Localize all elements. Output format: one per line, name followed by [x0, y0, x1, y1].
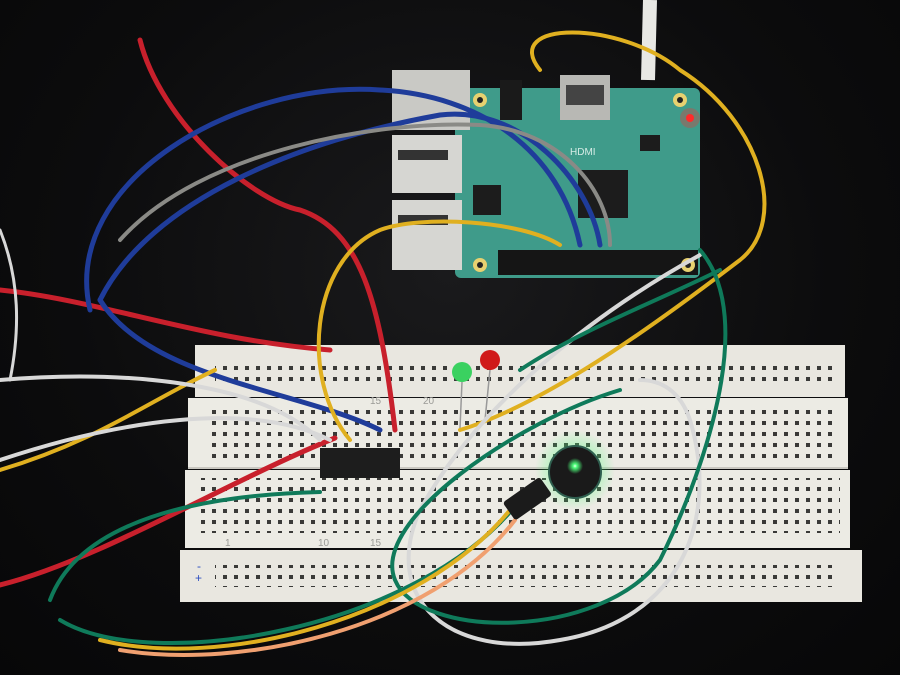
- ic-chip: [320, 448, 400, 478]
- breadboard-number: 20: [423, 396, 435, 407]
- hdmi-silkscreen: HDMI: [570, 147, 596, 158]
- breadboard: + -: [180, 345, 862, 602]
- breadboard-number: 15: [370, 396, 382, 407]
- pulse-sensor: [503, 430, 615, 520]
- breadboard-number: 15: [370, 538, 382, 549]
- red-led: [480, 350, 500, 421]
- breadboard-number: 10: [318, 538, 330, 549]
- breadboard-number: 1: [225, 538, 231, 549]
- rail-mark-minus: -: [197, 559, 201, 573]
- jumper-wires: [0, 30, 767, 657]
- rail-mark-plus: +: [195, 571, 202, 585]
- green-led: [452, 362, 472, 429]
